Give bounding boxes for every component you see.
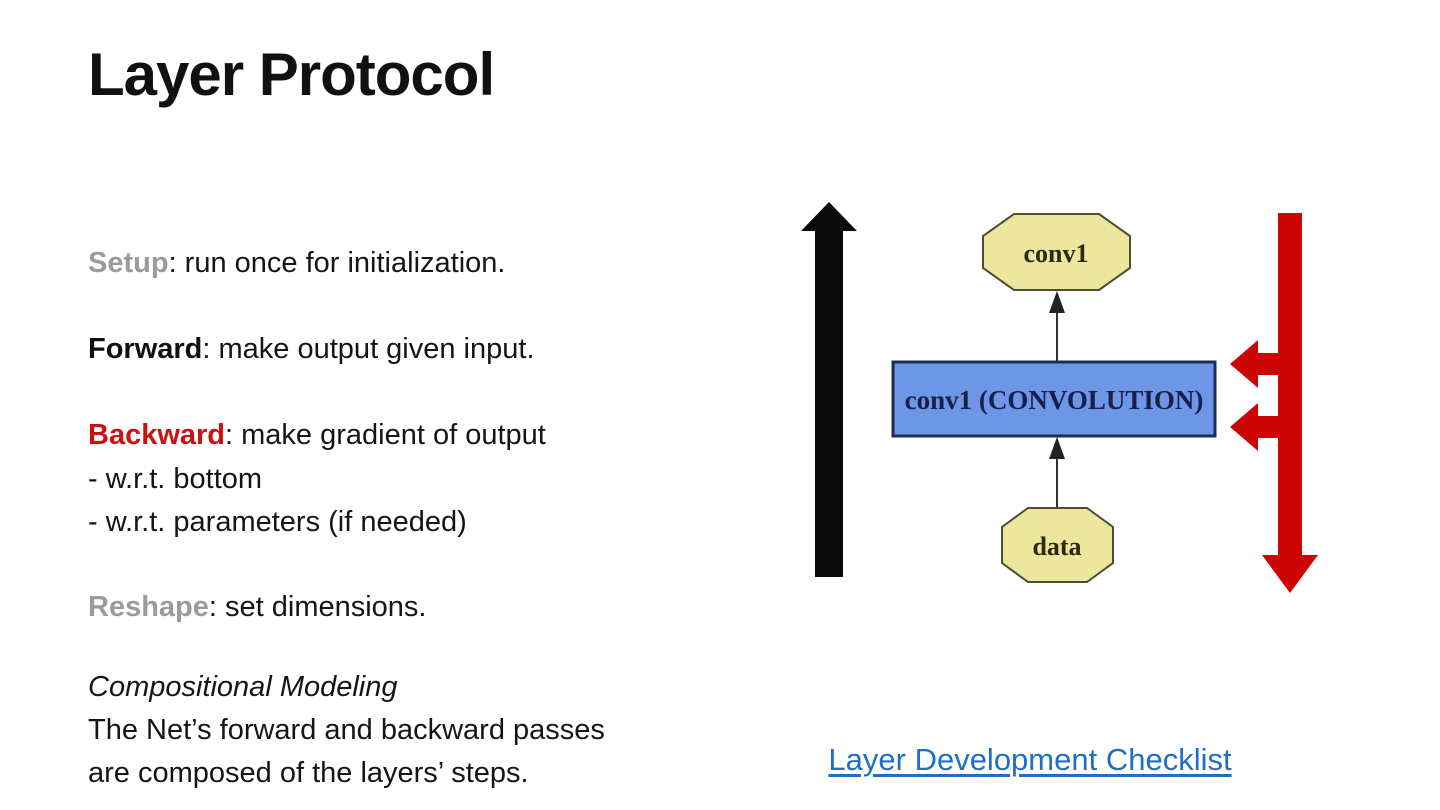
layer-development-checklist-link[interactable]: Layer Development Checklist (828, 742, 1232, 777)
svg-text:conv1: conv1 (1024, 239, 1089, 268)
setup-term: Setup (88, 247, 169, 279)
backward-bullet-bottom: - w.r.t. bottom (88, 463, 263, 495)
data-blob-node: data (1001, 507, 1114, 583)
data-blob-label: data (1032, 532, 1081, 561)
protocol-item-reshape: Reshape: set dimensions. (88, 590, 427, 624)
protocol-item-forward: Forward: make output given input. (88, 332, 535, 366)
checklist-link-container: Layer Development Checklist (780, 742, 1280, 778)
composition-line1: The Net’s forward and backward passes (88, 714, 605, 746)
svg-text:conv1 (CONVOLUTION): conv1 (CONVOLUTION) (905, 385, 1204, 415)
convolution-layer-label: conv1 (CONVOLUTION) (905, 385, 1204, 415)
backward-term: Backward (88, 419, 226, 451)
backward-desc: : make gradient of output (225, 419, 546, 451)
reshape-term: Reshape (88, 591, 209, 623)
setup-desc: : run once for initialization. (168, 247, 506, 279)
conv1-blob-node: conv1 (982, 213, 1131, 291)
compositional-modeling-heading: Compositional Modeling (88, 671, 398, 703)
backward-bullet-parameters: - w.r.t. parameters (if needed) (88, 506, 467, 538)
forward-term: Forward (88, 333, 203, 365)
forward-desc: : make output given input. (202, 333, 535, 365)
convolution-layer-box: conv1 (CONVOLUTION) (891, 360, 1217, 438)
backward-tap-top-icon (1230, 340, 1302, 388)
reshape-desc: : set dimensions. (208, 591, 427, 623)
edge-data-to-box (1049, 437, 1065, 508)
backward-pass-arrow-icon (1230, 213, 1318, 593)
edge-box-to-conv1 (1049, 291, 1065, 362)
backward-tap-bottom-icon (1230, 403, 1302, 451)
svg-text:data: data (1032, 532, 1081, 561)
protocol-item-setup: Setup: run once for initialization. (88, 246, 505, 280)
page-title: Layer Protocol (88, 41, 495, 108)
forward-pass-arrow-icon (801, 202, 857, 577)
protocol-item-backward: Backward: make gradient of output (88, 418, 546, 452)
conv1-blob-label: conv1 (1024, 239, 1089, 268)
composition-line2: are composed of the layers’ steps. (88, 757, 529, 789)
